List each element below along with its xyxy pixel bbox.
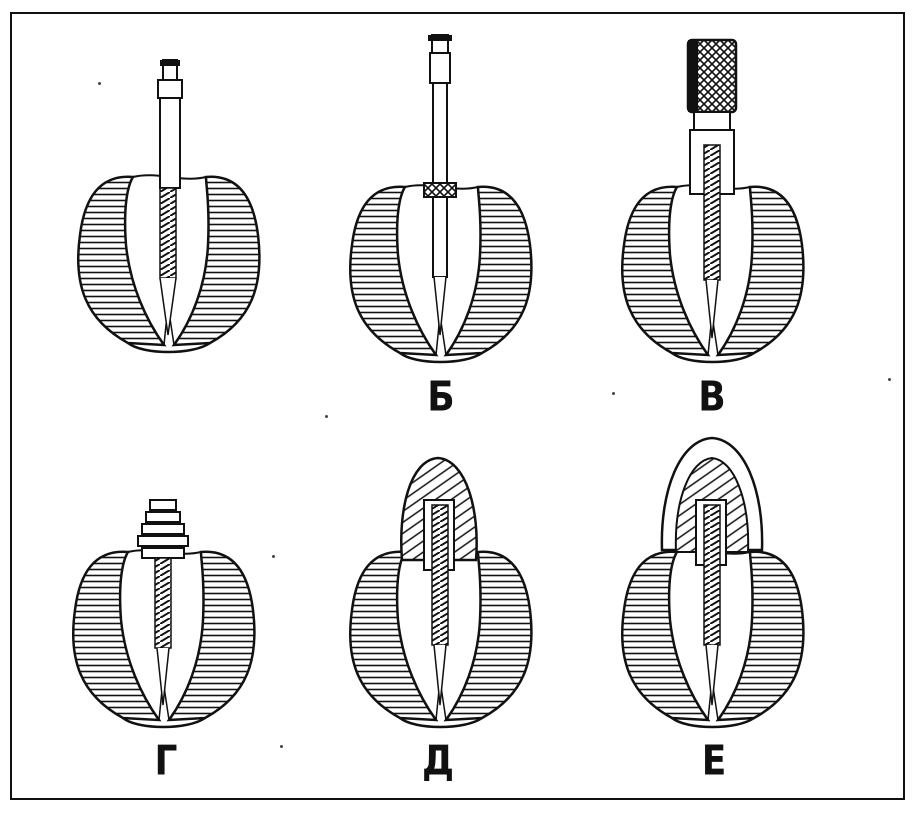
panel-e-label: Д: [421, 737, 455, 785]
speck: [325, 415, 328, 418]
panel-d-label: Г: [154, 737, 178, 785]
panel-f-label: Е: [701, 737, 727, 785]
speck: [612, 392, 615, 395]
speck: [888, 378, 891, 381]
panel-c-drawing: [620, 38, 805, 364]
panel-b-label: Б: [427, 373, 455, 421]
speck: [98, 82, 101, 85]
panel-f-drawing: [620, 436, 805, 729]
panel-b-drawing: [348, 34, 533, 364]
panel-a-drawing: [76, 59, 261, 354]
speck: [272, 555, 275, 558]
panel-d-drawing: [71, 499, 256, 729]
panel-e-drawing: [348, 456, 533, 729]
speck: [280, 745, 283, 748]
panel-c-label: В: [698, 373, 726, 421]
